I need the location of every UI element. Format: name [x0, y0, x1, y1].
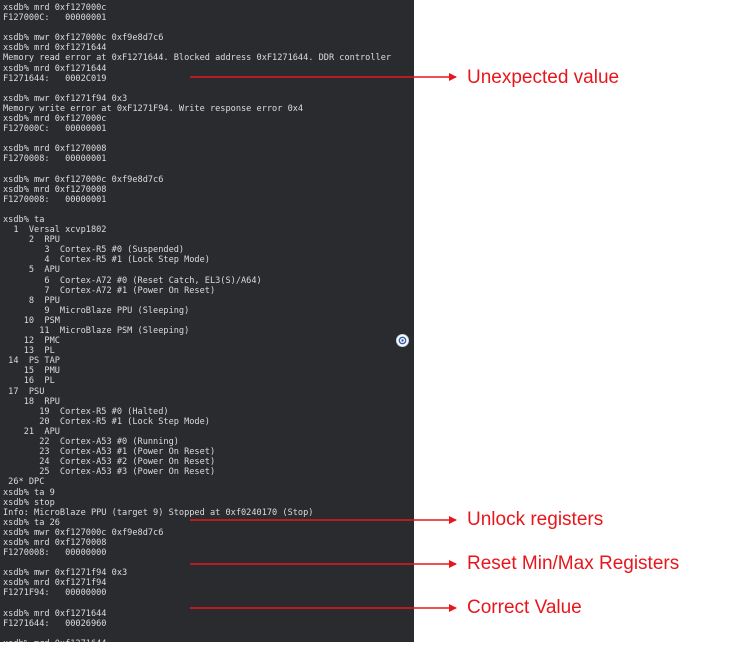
terminal-line: 23 Cortex-A53 #1 (Power On Reset) [3, 447, 216, 458]
terminal-line: F127000C: 00000001 [3, 13, 107, 24]
terminal-line: xsdb% mrd 0xf1270008 [3, 144, 107, 155]
terminal-line: xsdb% mrd 0xf1271644 [3, 639, 391, 642]
terminal-line: 20 Cortex-R5 #1 (Lock Step Mode) [3, 416, 210, 427]
terminal-line: xsdb% mrd 0xf127000c [3, 3, 107, 13]
terminal-line: 6 Cortex-A72 #0 (Reset Catch, EL3(S)/A64… [3, 275, 262, 286]
terminal-line: 22 Cortex-A53 #0 (Running) [3, 437, 179, 448]
terminal-line: 3 Cortex-R5 #0 (Suspended) [3, 245, 185, 256]
terminal-line: 17 PSU [3, 386, 45, 397]
terminal-line: xsdb% ta 26 [3, 517, 60, 528]
terminal-line: 11 MicroBlaze PSM (Sleeping) [3, 326, 190, 336]
terminal-line: 16 PL [3, 376, 55, 387]
terminal-line: xsdb% ta 9 [3, 487, 55, 498]
terminal-line: xsdb% mrd 0xf1270008 [3, 184, 107, 195]
terminal-line: 7 Cortex-A72 #1 (Power On Reset) [3, 285, 216, 296]
terminal-line: 13 PL [3, 346, 55, 357]
terminal-line: 19 Cortex-R5 #0 (Halted) [3, 406, 169, 417]
terminal-line: 25 Cortex-A53 #3 (Power On Reset) [3, 467, 216, 478]
terminal-line: xsdb% mrd 0xf127000c [3, 114, 107, 125]
terminal-line: 9 MicroBlaze PPU (Sleeping) [3, 305, 190, 316]
label-unexpected-value: Unexpected value [467, 67, 620, 88]
terminal-line: 15 PMU [3, 366, 60, 377]
terminal-line: 12 PMC [3, 336, 60, 347]
terminal-line: 10 PSM [3, 315, 60, 326]
terminal-line: 2 RPU [3, 235, 60, 246]
terminal-line: xsdb% ta [3, 214, 45, 225]
terminal-line: 26* DPC [3, 477, 45, 488]
terminal-line: F1271644: 0002C019 [3, 73, 107, 84]
terminal-line: F1270008: 00000001 [3, 194, 107, 205]
terminal-line: xsdb% stop [3, 497, 55, 508]
label-unlock-registers: Unlock registers [467, 509, 604, 530]
terminal-line: xsdb% mrd 0xf1271644 [3, 608, 107, 619]
terminal-line: F127000C: 00000001 [3, 124, 107, 135]
terminal-line: F1271644: 00026960 [3, 618, 107, 629]
terminal-line: F1270008: 00000001 [3, 154, 107, 165]
terminal-line: Memory write error at 0xF1271F94. Write … [3, 103, 304, 114]
terminal-line: 8 PPU [3, 295, 60, 306]
terminal-line: 4 Cortex-R5 #1 (Lock Step Mode) [3, 255, 210, 266]
terminal-line: xsdb% mwr 0xf127000c 0xf9e8d7c6 [3, 174, 164, 185]
terminal-line: xsdb% mwr 0xf1271f94 0x3 [3, 568, 128, 579]
scroll-indicator-icon[interactable] [396, 334, 409, 347]
terminal-line: xsdb% mrd 0xf1270008 [3, 537, 107, 548]
terminal-line: xsdb% mwr 0xf127000c 0xf9e8d7c6 [3, 33, 164, 44]
terminal-line: 21 APU [3, 426, 60, 437]
terminal-line: F1270008: 00000000 [3, 548, 107, 559]
terminal-line: F1271F94: 00000000 [3, 588, 107, 599]
terminal-line: 24 Cortex-A53 #2 (Power On Reset) [3, 457, 216, 468]
terminal-line: 5 APU [3, 265, 60, 276]
terminal-line: Memory read error at 0xF1271644. Blocked… [3, 53, 392, 64]
terminal-line: xsdb% mrd 0xf1271644 [3, 43, 107, 54]
terminal-line: xsdb% mwr 0xf127000c 0xf9e8d7c6 [3, 527, 164, 538]
terminal-line: xsdb% mrd 0xf1271644 [3, 63, 107, 74]
label-reset-min-max-registers: Reset Min/Max Registers [467, 553, 680, 574]
terminal-line: xsdb% mrd 0xf1271f94 [3, 578, 107, 589]
terminal-line: 14 PS TAP [3, 356, 60, 367]
terminal-line: 18 RPU [3, 396, 60, 407]
terminal-line: Info: MicroBlaze PPU (target 9) Stopped … [3, 507, 314, 518]
terminal-line: xsdb% mwr 0xf1271f94 0x3 [3, 93, 128, 104]
label-correct-value: Correct Value [467, 597, 582, 618]
scroll-indicator-glyph [398, 336, 407, 345]
terminal-line: 1 Versal xcvp1802 [3, 225, 107, 236]
